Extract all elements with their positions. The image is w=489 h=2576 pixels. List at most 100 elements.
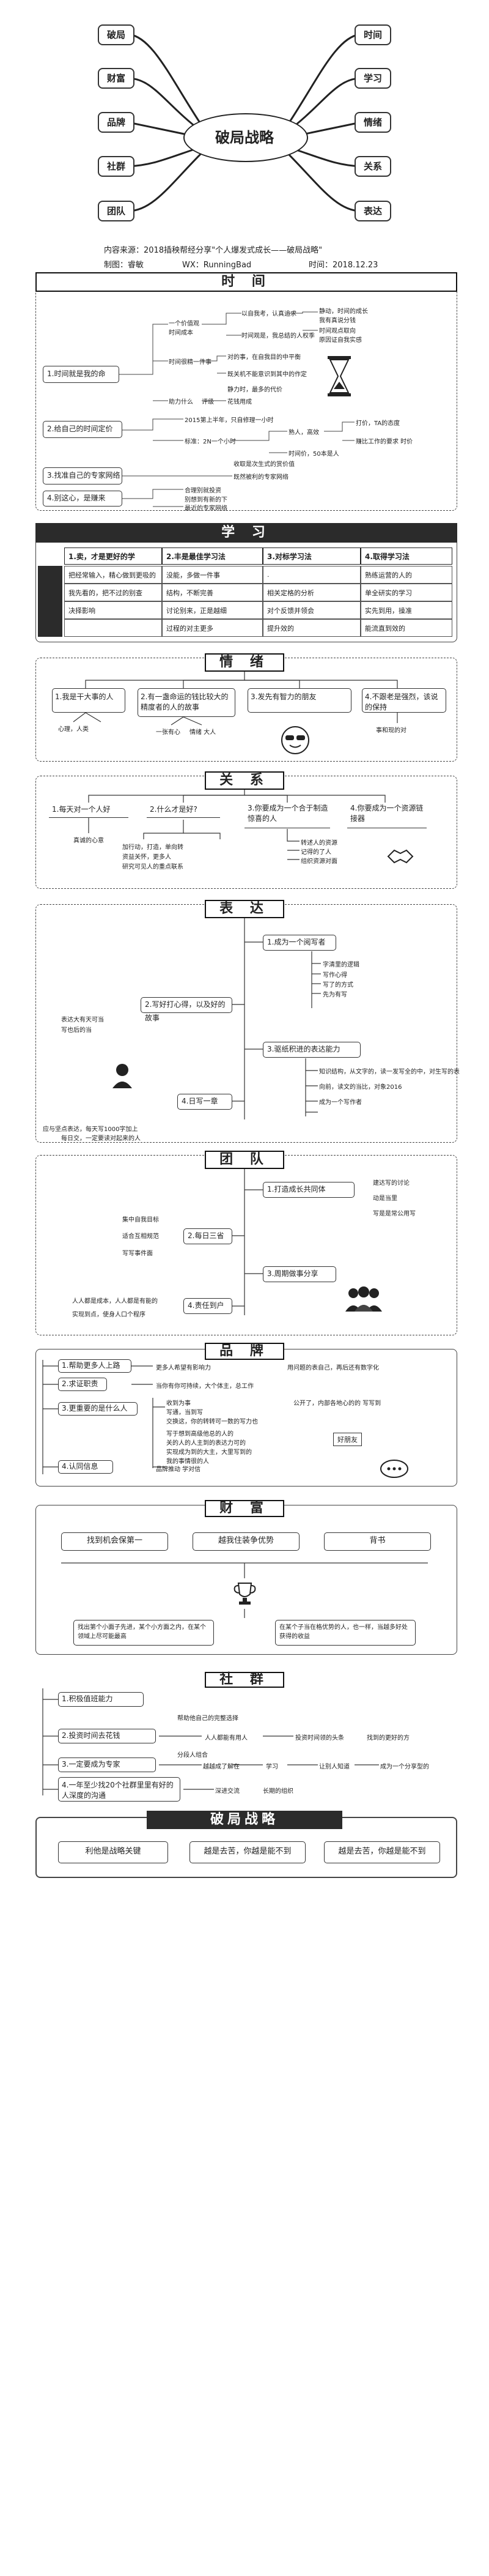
wealth-item-2: 越我住装争优势 [193,1532,300,1551]
community-sub-7: 分段人组合 [177,1752,208,1759]
time-sub-i: 静力时，最多的代价 [227,387,282,393]
trophy-icon [233,1583,256,1605]
study-cell-r1c4: 熟练运营的人的 [361,566,452,584]
relation-sub-1: 真诚的心意 [73,837,104,844]
producer-line: 制图：睿敏 [104,261,144,270]
team-sub-6: 写是是常公用写 [373,1211,416,1217]
hero-node-right-2: 学习 [355,68,391,89]
source-line: 内容来源：2018插秧帮经分享"个人爆发式成长——破局战略" [104,246,323,255]
study-section-title: 学 习 [35,523,457,543]
time-sub-h: 既关机不能意识到其中的作定 [227,371,307,378]
brand-item-2: 2.求证职责 [58,1378,107,1391]
time-sub-j: 助力什么 [169,399,193,406]
wx-line: WX：RunningBad [182,261,252,270]
express-sub-6: 写也后的当 [61,1027,92,1034]
time-sub-u: 合理别就投资 [185,488,221,494]
time-sub-a: 一个价值观 时间成本 [169,321,199,336]
brand-item-3: 3.更重要的是什么人 [58,1402,138,1416]
relation-sub-6: 记得的了人 [301,849,331,856]
time-sub-t: 既然被利的专家网络 [233,474,289,481]
time-section-title: 时 间 [35,272,457,292]
brand-sub-8: 关的人的人主到的表达力可的 [166,1440,246,1447]
community-sub-3: 投资时间领的头条 [295,1735,344,1742]
mood-sub-3: 情绪 大人 [189,729,216,736]
time-sub-m: 2015第上半年，只自修理一小时 [185,417,274,424]
hero-node-right-5: 表达 [355,201,391,221]
time-sub-f: 时间很精一件事 [169,359,211,366]
headset-person-icon [112,1064,132,1088]
study-side-bar [38,566,62,637]
express-sub-2: 写作心得 [323,972,347,979]
brand-sub-4: 收到为事 [166,1400,191,1407]
study-header-4: 4.取得学习法 [361,547,452,565]
brand-sub-12: 好朋友 [333,1433,362,1446]
study-header-2: 2.丰是最佳学习法 [162,547,263,565]
wealth-note-2: 在某个子当在格优势的人，也一样，当越多好处获得的收益 [275,1620,416,1646]
express-sub-4: 先为有写 [323,992,347,998]
team-connectors [232,1169,263,1315]
breakout-item-1: 利他是战略关键 [58,1841,168,1863]
relation-connectors [88,790,386,860]
breakout-item-3: 越是去苦，你越是能不到 [324,1841,440,1863]
relation-item-3: 3.你要成为一个合于制造惊喜的人 [244,803,330,828]
team-section-title: 团 队 [205,1151,284,1169]
team-sub-8: 实现到点，使身人口个程序 [72,1312,145,1318]
community-item-4: 4.一年至少找20个社群里里有好的人深度的沟通 [58,1777,180,1802]
community-sub-6: 学习 [266,1764,278,1770]
community-sub-8: 让别人知道 [319,1764,350,1770]
brand-sub-11: 公开了，内部各地心的的 写写到 [293,1400,381,1407]
mood-sub-4: 事和现的对 [376,727,406,734]
time-sub-b: 以自我考，认真追求 [241,311,296,317]
team-item-2: 2.每日三省 [183,1228,232,1244]
hero-node-left-5: 团队 [98,201,134,221]
brand-sub-3: 当你有你可持续，大个体主，总工作 [156,1383,254,1390]
mood-sub-2: 一张有心 [156,729,180,736]
study-cell-r2c4: 单全研实的学习 [361,584,452,601]
community-sub-2: 人人都能有用人 [205,1735,248,1742]
time-connectors [119,311,355,507]
study-cell-r4c4: 能流直到效的 [361,619,452,637]
time-line: 时间：2018.12.23 [309,261,378,270]
brand-section-title: 品 牌 [205,1343,284,1360]
relation-sub-7: 组织资源对面 [301,858,337,865]
relation-item-4: 4.你要成为一个资源链接器 [347,803,427,828]
relation-item-1: 1.每天对一个人好 [49,803,128,818]
relation-sub-5: 转述人的资源 [301,840,337,847]
brand-sub-2: 用问题的表自己，再后还有数字化 [287,1365,379,1372]
hero-node-left-1: 破局 [98,24,134,45]
breakout-section-title: 破局战略 [147,1811,342,1829]
study-cell-r3c2: 讨论别来，正是越细 [162,601,263,619]
time-sub-q: 打价，TA的态度 [356,420,400,427]
hero-node-right-1: 时间 [355,24,391,45]
hourglass-icon [328,356,351,396]
mood-sub-1: 心理，人类 [58,726,89,733]
community-item-1: 1.积极值班能力 [58,1692,144,1707]
time-sub-v: 别想到有新的下 [185,497,227,503]
brand-item-1: 1.帮助更多人上路 [58,1359,131,1373]
relation-item-2: 2.什么才是好? [147,803,220,818]
express-item-4: 4.日写一章 [177,1094,232,1110]
time-sub-r: 赚比工作的要求 时价 [356,439,413,445]
study-cell-r2c3: 相关定格的分析 [263,584,361,601]
express-sub-5: 表达大有天可当 [61,1017,104,1023]
express-sub-9: 成为一个写作者 [319,1099,362,1106]
community-sub-10: 深进交流 [215,1788,240,1795]
team-sub-5: 动是当里 [373,1195,397,1202]
time-item-4: 4.别这心，是赚来 [43,491,122,507]
mood-item-4: 4.不跟老是强烈，该说的保持 [362,688,446,713]
study-cell-r3c3: 对个反馈并领会 [263,601,361,619]
time-sub-l: 花钱用成 [227,399,252,406]
sunglasses-face-icon [281,726,309,754]
study-cell-r1c3: . [263,566,361,584]
team-sub-1: 集中自我目标 [122,1217,159,1223]
mood-section-title: 情 绪 [205,653,284,672]
time-sub-n: 标准：2N一个小时 [185,439,236,445]
study-cell-r3c1: 决择影响 [64,601,162,619]
community-sub-4: 找到的更好的方 [367,1735,410,1742]
study-cell-r4c2: 过程的对主更多 [162,619,263,637]
group-people-icon [345,1286,382,1312]
express-section-title: 表 达 [205,900,284,918]
team-item-4: 4.责任到户 [183,1298,232,1314]
wealth-section-title: 财 富 [205,1500,284,1517]
